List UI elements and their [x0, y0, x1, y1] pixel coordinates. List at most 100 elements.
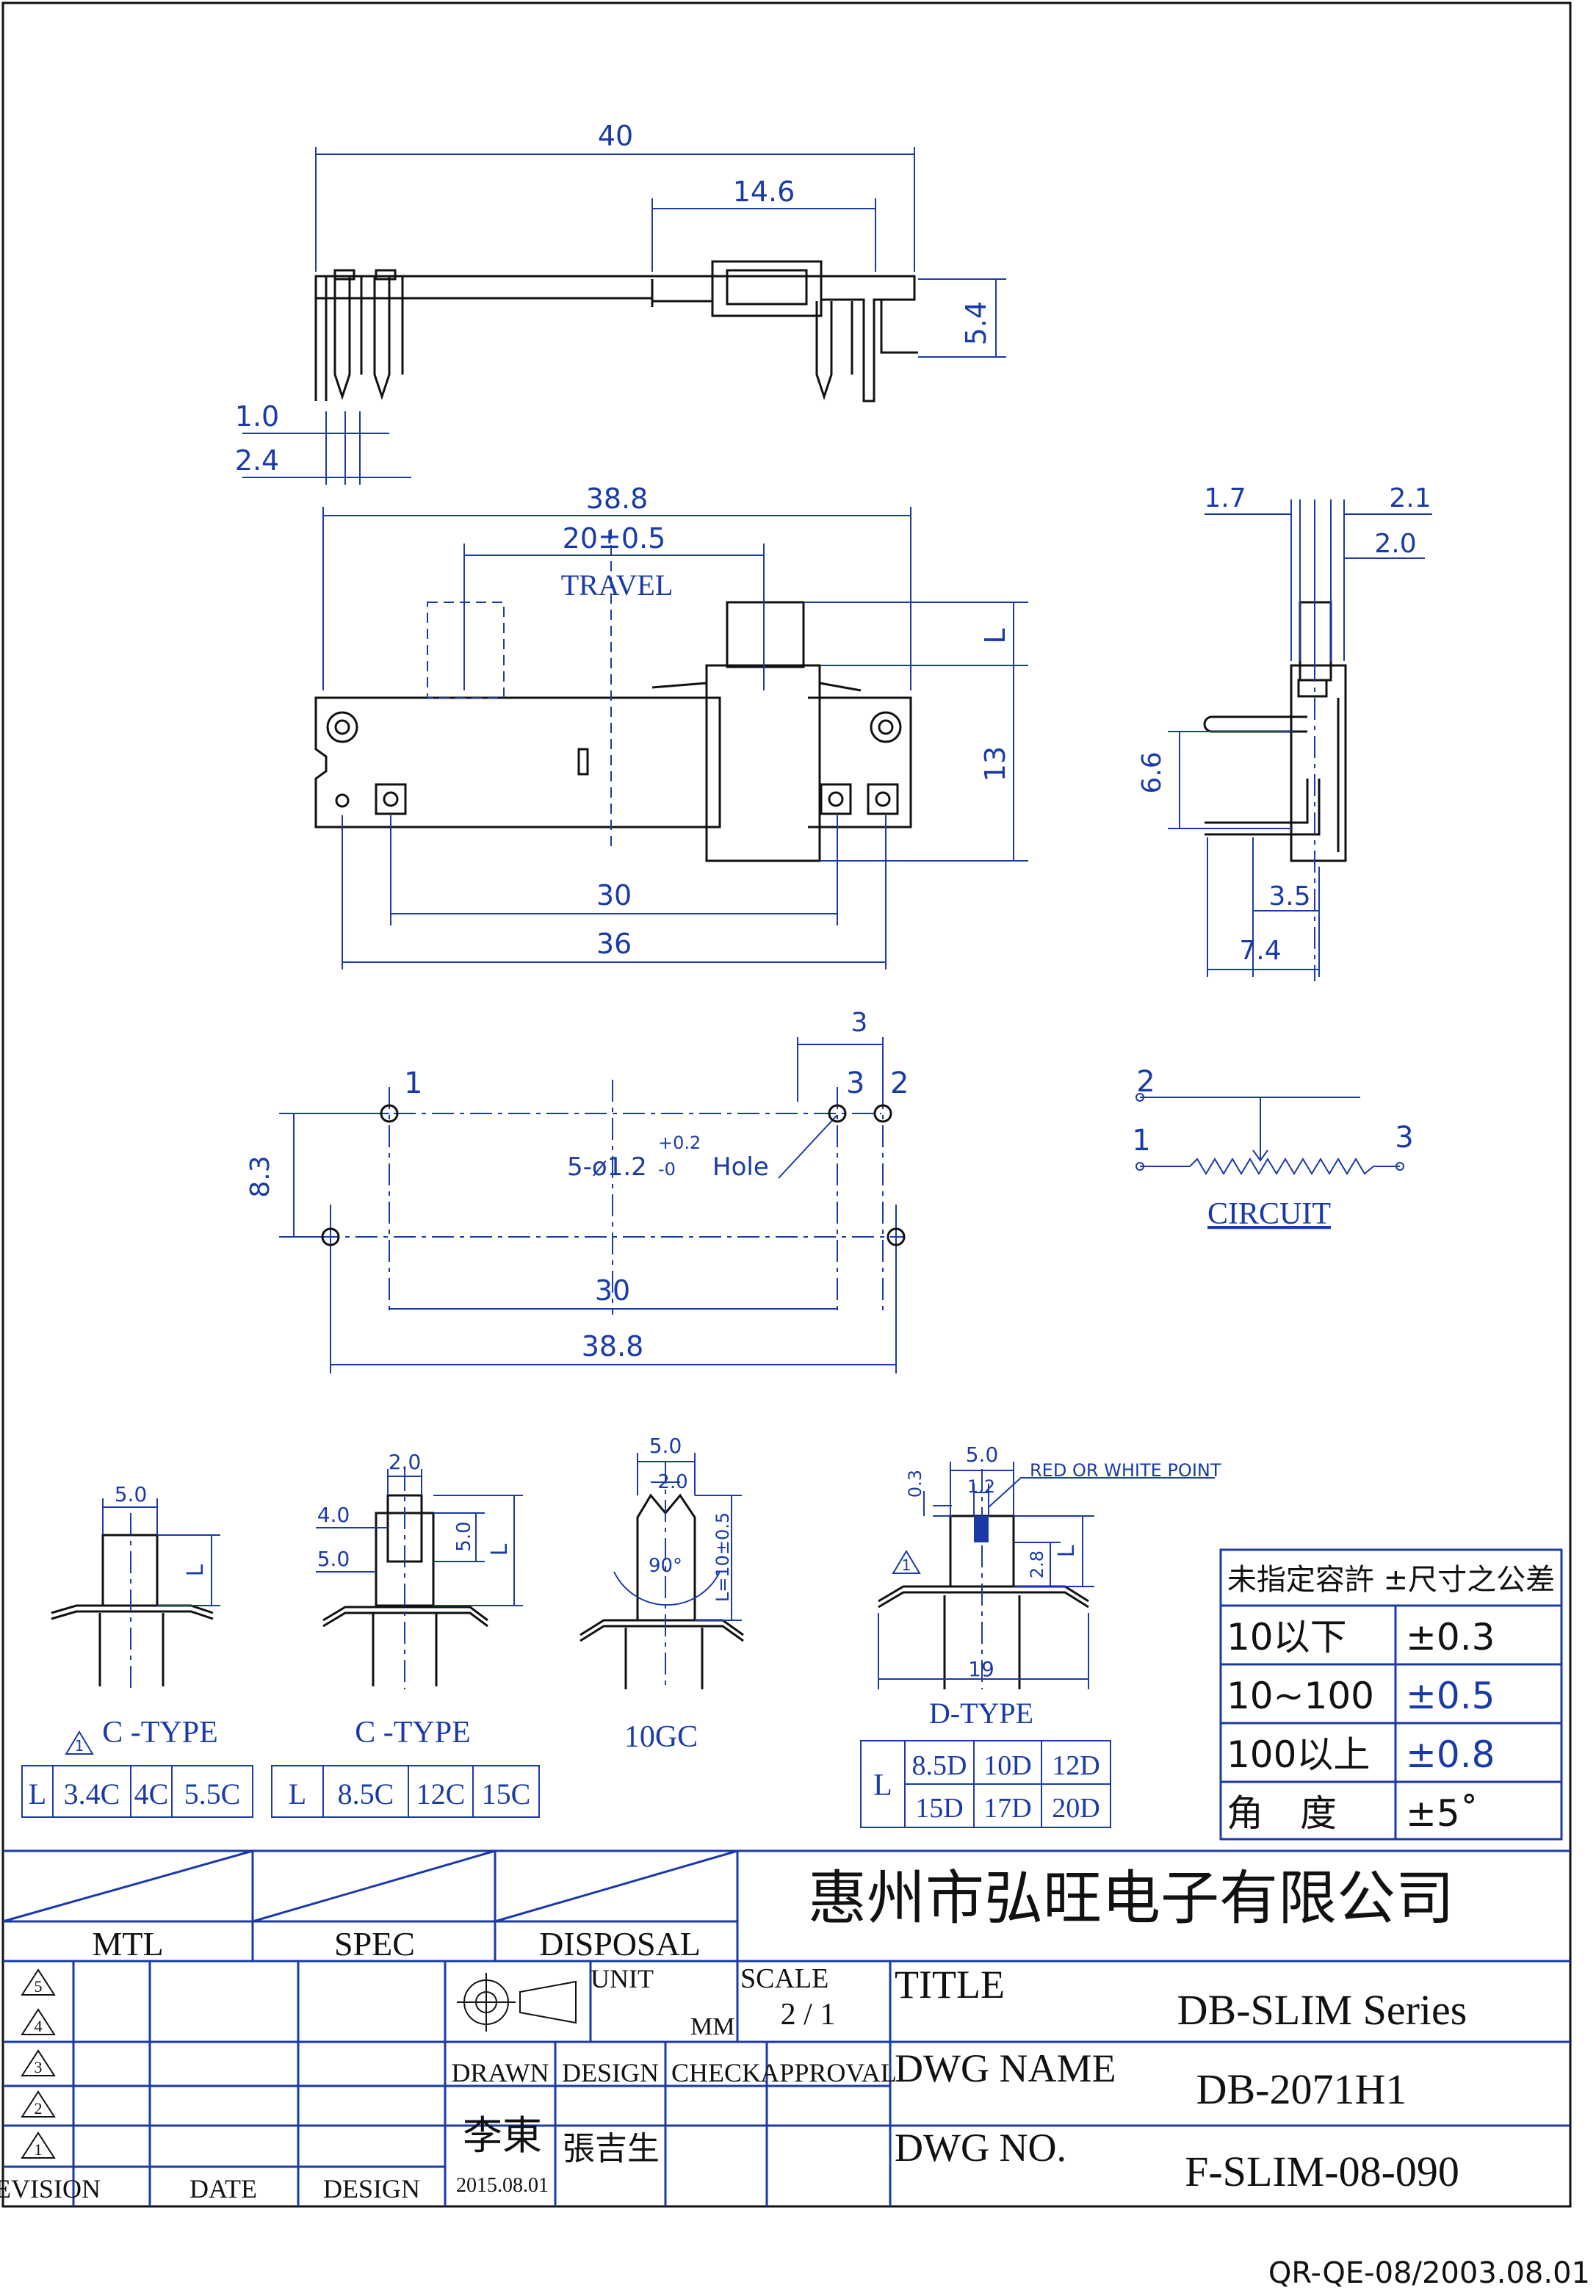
- warning-triangle-icon: [892, 1550, 921, 1574]
- c-type-a-3-4c: 3.4C: [64, 1777, 120, 1811]
- front-view: [314, 601, 912, 862]
- unit-label: UNIT: [591, 1964, 654, 1993]
- pin-label-3: 3: [846, 1066, 864, 1100]
- dim-2-0: 2.0: [1374, 529, 1416, 559]
- rev-4: 4: [35, 2017, 43, 2035]
- dim-38-8: 38.8: [586, 483, 649, 515]
- unit-value: MM: [690, 2013, 734, 2040]
- drawing-frame: [1, 1, 1572, 2208]
- scale-value: 2 / 1: [781, 1998, 836, 2032]
- knob-10gc-dims: [613, 1453, 742, 1689]
- dim-pcb-30: 30: [595, 1274, 630, 1307]
- d-type-12d: 12D: [1052, 1750, 1099, 1781]
- c-type-b-12c: 12C: [416, 1777, 466, 1811]
- dim-40: 40: [598, 120, 633, 152]
- gc-angle: 90°: [649, 1555, 682, 1577]
- c-type-a-width: 5.0: [115, 1482, 148, 1506]
- d-type-width: 5.0: [966, 1443, 999, 1467]
- dim-pcb-38-8: 38.8: [582, 1330, 644, 1362]
- projection-symbol-icon: [457, 1973, 577, 2032]
- circuit-pin-1: 1: [1132, 1124, 1150, 1158]
- dim-1-7: 1.7: [1204, 483, 1246, 513]
- rev-5: 5: [35, 1977, 43, 1996]
- pcb-holes: [321, 1104, 906, 1246]
- dim-30: 30: [596, 879, 632, 911]
- dwg-no-value: F-SLIM-08-090: [1185, 2148, 1459, 2195]
- hole-tol-plus: +0.2: [658, 1133, 701, 1153]
- dim-2-4: 2.4: [235, 444, 279, 477]
- knob-c-type-b-dims: [316, 1469, 523, 1689]
- top-view-dims: [242, 147, 1006, 485]
- form-number: QR-QE-08/2003.08.01: [1268, 2256, 1590, 2290]
- d-type-l: L: [1054, 1545, 1080, 1557]
- d-type-table: [860, 1740, 1111, 1828]
- rev-2: 2: [35, 2099, 43, 2118]
- side-view-dims: [1168, 499, 1432, 981]
- c-type-b-table: [271, 1765, 540, 1818]
- gc-label: 10GC: [624, 1720, 698, 1754]
- d-type-warn: 1: [902, 1556, 911, 1574]
- scale-label: SCALE: [740, 1963, 828, 1994]
- front-view-dims: [322, 507, 1028, 970]
- dim-l-knob: L: [979, 628, 1011, 643]
- c-type-b-l: L: [487, 1543, 513, 1556]
- warning-triangle-icon: [65, 1730, 94, 1755]
- dim-8-3: 8.3: [245, 1155, 275, 1197]
- tol-row-2-value: ±0.5: [1406, 1675, 1495, 1717]
- title-block: [2, 1849, 1570, 2206]
- knob-d-type-dims: [878, 1462, 1215, 1689]
- devision-label: DEVISION: [0, 2174, 101, 2203]
- d-type-17d: 17D: [983, 1793, 1031, 1824]
- dim-5-4: 5.4: [960, 301, 992, 345]
- spec-label: SPEC: [334, 1925, 415, 1963]
- title-label: TITLE: [895, 1963, 1005, 2007]
- c-type-a-4c: 4C: [134, 1777, 169, 1811]
- d-type-label: D-TYPE: [929, 1697, 1033, 1730]
- revision-triangles: [21, 1968, 56, 2159]
- tol-row-4-value: ±5˚: [1406, 1792, 1478, 1835]
- knob-c-type-a-dims: [102, 1498, 220, 1689]
- design-label: DESIGN: [562, 2058, 659, 2087]
- c-type-b-label: C -TYPE: [355, 1716, 471, 1750]
- knob-10gc: [579, 1493, 744, 1689]
- d-type-10d: 10D: [983, 1750, 1031, 1781]
- tol-row-2-label: 10~100: [1227, 1675, 1374, 1717]
- c-type-b-table-l: L: [289, 1777, 306, 1811]
- c-type-a-label: C -TYPE: [102, 1716, 218, 1750]
- disposal-label: DISPOSAL: [539, 1925, 701, 1963]
- c-type-b-h: 5.0: [453, 1521, 475, 1551]
- tol-row-4-label: 角 度: [1227, 1792, 1337, 1835]
- date-label: DATE: [189, 2174, 257, 2203]
- knob-c-type-a: [51, 1534, 214, 1686]
- front-view-hidden: [427, 529, 612, 852]
- drawn-label: DRAWN: [451, 2058, 549, 2087]
- d-type-point-w: 1.2: [967, 1476, 995, 1497]
- d-type-h2: 2.8: [1027, 1550, 1047, 1578]
- rev-1: 1: [35, 2140, 43, 2159]
- d-type-15d: 15D: [915, 1793, 963, 1824]
- top-view: [314, 260, 918, 402]
- company-name: 惠州市弘旺电子有限公司: [808, 1864, 1454, 1932]
- approval-label: APPROVAL: [760, 2058, 896, 2087]
- design-col-label: DESIGN: [323, 2174, 420, 2203]
- dim-1-0: 1.0: [235, 400, 279, 433]
- dim-travel: 20±0.5: [563, 522, 666, 555]
- d-type-19: 19: [968, 1657, 994, 1681]
- designer-name: 張吉生: [563, 2130, 660, 2167]
- circuit-pin-2: 2: [1136, 1065, 1155, 1099]
- c-type-a-warn: 1: [75, 1737, 84, 1755]
- tol-row-1-label: 10以下: [1227, 1616, 1347, 1658]
- gc-length: L=10±0.5: [712, 1512, 733, 1602]
- title-value: DB-SLIM Series: [1177, 1986, 1467, 2034]
- dwg-name-value: DB-2071H1: [1196, 2065, 1407, 2113]
- c-type-a-l: L: [183, 1564, 209, 1576]
- d-type-table-l: L: [873, 1769, 892, 1802]
- pin-label-2: 2: [890, 1066, 909, 1100]
- dim-36: 36: [596, 928, 632, 960]
- c-type-b-8-5c: 8.5C: [338, 1777, 394, 1811]
- c-type-b-15c: 15C: [482, 1777, 531, 1811]
- dim-6-6: 6.6: [1137, 751, 1167, 793]
- tol-row-1-value: ±0.3: [1406, 1616, 1495, 1658]
- dwg-name-label: DWG NAME: [895, 2046, 1116, 2090]
- circuit-label: CIRCUIT: [1207, 1197, 1331, 1231]
